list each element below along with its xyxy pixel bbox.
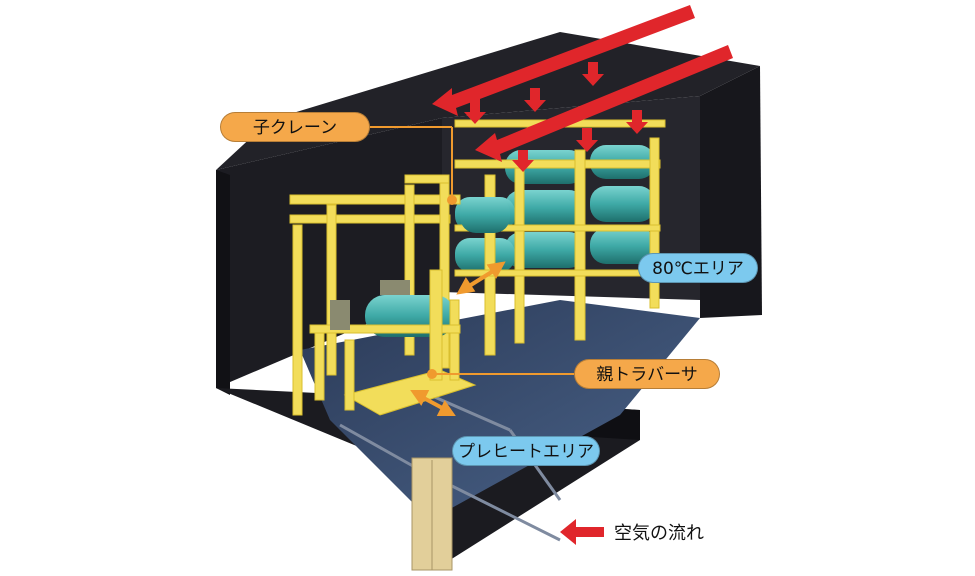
movement-arrow-crane (456, 261, 506, 295)
legend-label: 空気の流れ (614, 523, 704, 544)
airflow-arrows (432, 5, 733, 172)
crane-roll-upper (460, 197, 510, 233)
parent-traverser (309, 269, 477, 416)
label-preheat-area: プレヒートエリア (452, 436, 600, 466)
airflow-legend: 空気の流れ (560, 515, 704, 549)
movement-arrow-traverser (410, 390, 456, 416)
label-80c-area: 80℃エリア (638, 253, 758, 283)
crane-machinery (330, 280, 410, 330)
child-crane-frame (289, 174, 461, 416)
housing-front-face (216, 170, 230, 395)
label-parent-traverser: 親トラバーサ (574, 359, 720, 389)
label-child-crane: 子クレーン (220, 112, 370, 142)
floor (300, 300, 700, 520)
red-arrow-icon (560, 519, 604, 545)
callout-leaders (370, 126, 574, 379)
